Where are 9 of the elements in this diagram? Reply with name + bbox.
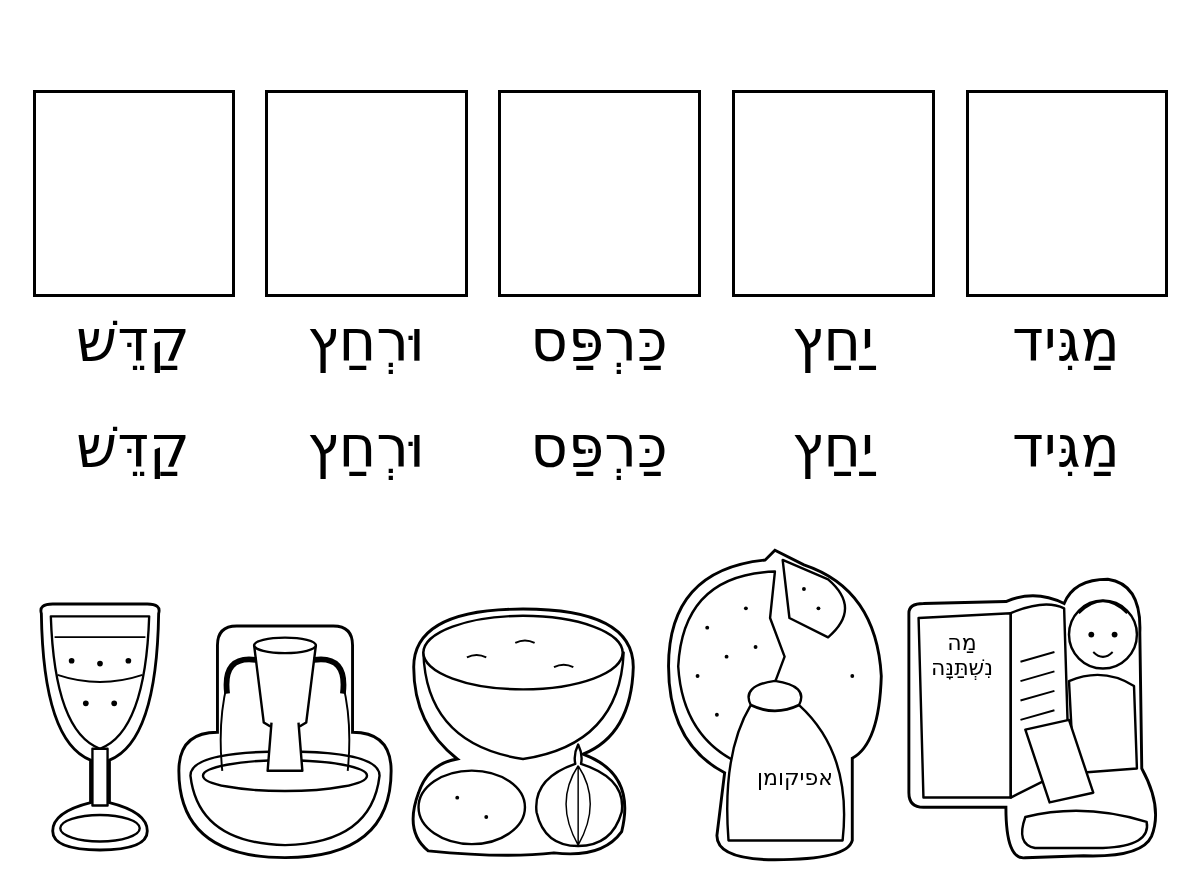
seder-step-word: מַגִּיד [1012,312,1120,370]
answer-box [498,90,701,297]
answer-box [966,90,1168,297]
answer-box [265,90,468,297]
answer-box [33,90,235,297]
answer-box [732,90,935,297]
seder-step-word: מַגִּיד [1012,418,1120,476]
bag-label: אפיקומן [756,765,834,791]
book-title: מַה נִשְׁתַּנָּה [929,630,994,681]
